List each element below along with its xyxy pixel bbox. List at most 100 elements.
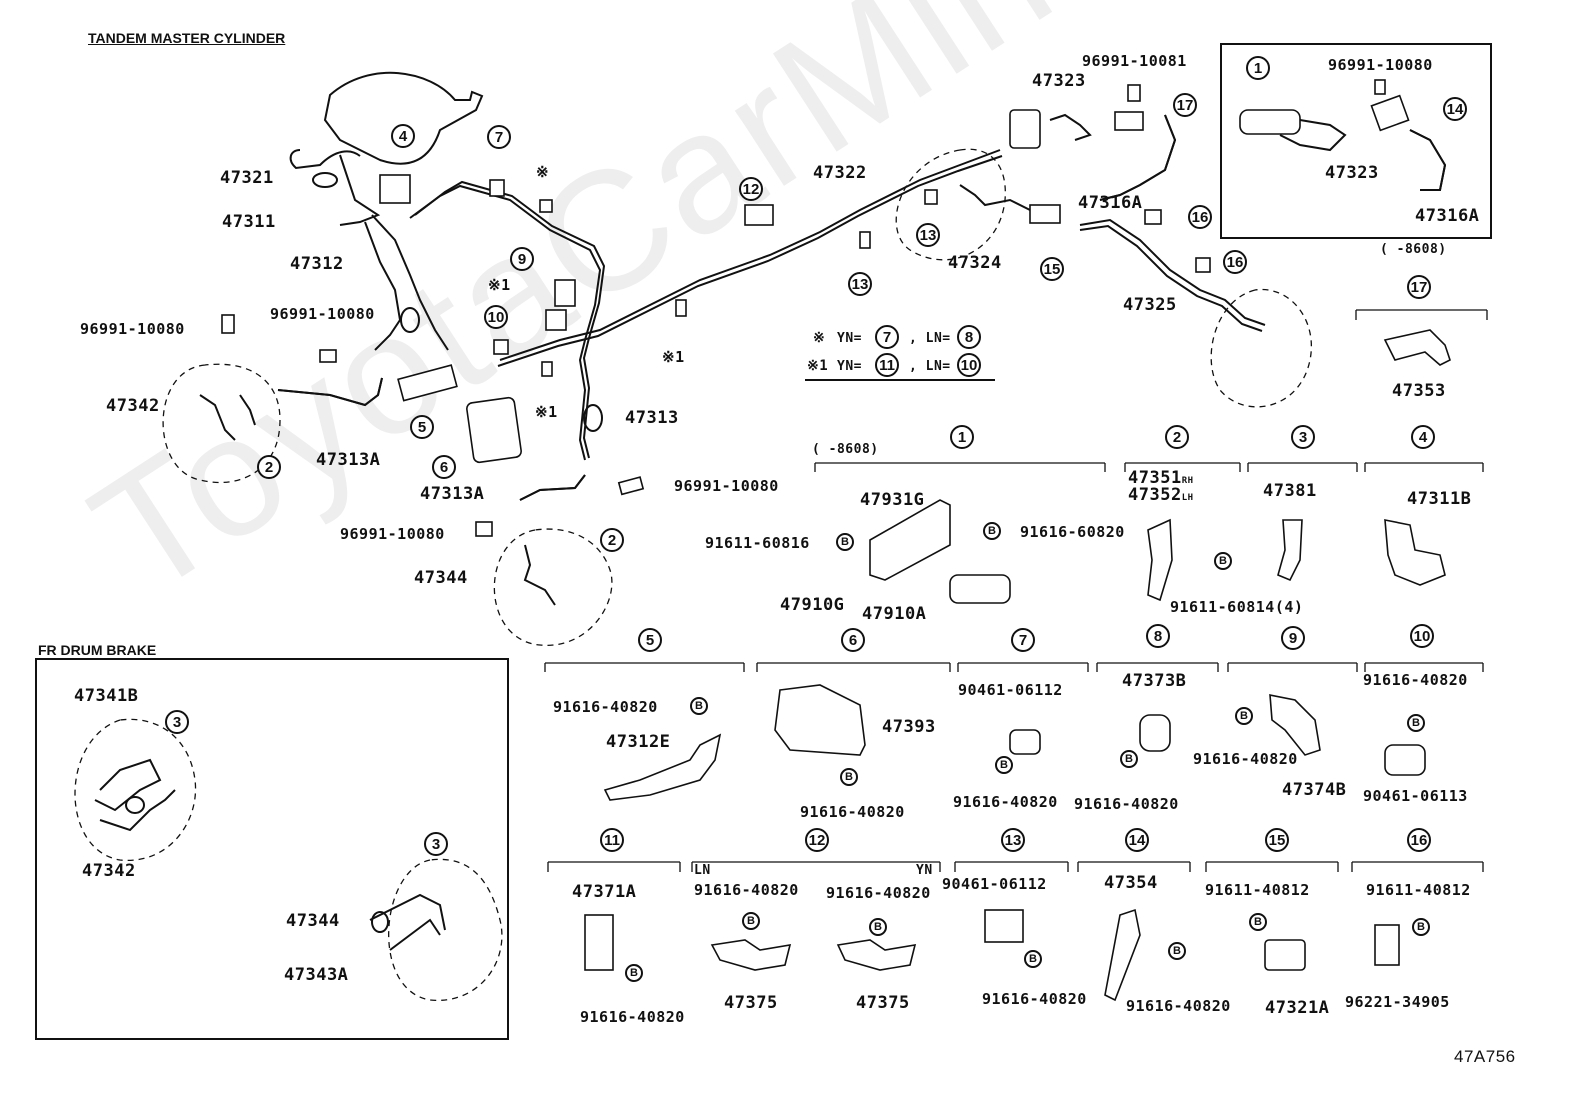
part-label-47342: 47342	[82, 861, 136, 881]
range-label: ( -8608)	[1380, 242, 1447, 257]
bolt-mark: B	[840, 768, 858, 786]
group-index-11: 11	[600, 828, 624, 852]
group-index-10: 10	[1410, 624, 1434, 648]
callout-17: 17	[1407, 275, 1431, 299]
bolt-mark: B	[869, 918, 887, 936]
callout-13: 13	[916, 223, 940, 247]
part-label-91616-40820: 91616-40820	[553, 698, 658, 716]
part-label-47381: 47381	[1263, 481, 1317, 501]
part-label-91616-40820: 91616-40820	[694, 881, 799, 899]
group-index-7: 7	[1011, 628, 1035, 652]
part-label-47375: 47375	[856, 993, 910, 1013]
part-label-91616-40820: 91616-40820	[580, 1008, 685, 1026]
part-label-47312e: 47312E	[606, 732, 671, 752]
header-tandem-master-cylinder: TANDEM MASTER CYLINDER	[88, 30, 286, 46]
part-label-47322: 47322	[813, 163, 867, 183]
part-label-47374b: 47374B	[1282, 780, 1347, 800]
part-label-47324: 47324	[948, 253, 1002, 273]
legend-circle-11: 11	[875, 353, 899, 377]
bolt-mark: B	[1168, 942, 1186, 960]
callout-1: 1	[1246, 56, 1270, 80]
legend-ln-2: , LN=	[909, 359, 951, 374]
part-label-47354: 47354	[1104, 873, 1158, 893]
bolt-mark: B	[995, 756, 1013, 774]
callout-15: 15	[1040, 257, 1064, 281]
part-label-47352: 47352LH	[1128, 485, 1194, 505]
group-index-14: 14	[1125, 828, 1149, 852]
part-label-47311: 47311	[222, 212, 276, 232]
part-label-47323: 47323	[1032, 71, 1086, 91]
part-label-90461-06113: 90461-06113	[1363, 787, 1468, 805]
callout-13: 13	[848, 272, 872, 296]
callout-3: 3	[165, 710, 189, 734]
callout-2: 2	[600, 528, 624, 552]
part-label-91616-40820: 91616-40820	[1193, 750, 1298, 768]
callout-5: 5	[410, 415, 434, 439]
part-label-96221-34905: 96221-34905	[1345, 993, 1450, 1011]
part-label-47316a: 47316A	[1415, 206, 1480, 226]
header-fr-drum-brake: FR DRUM BRAKE	[38, 642, 157, 658]
part-label-91611-40812: 91611-40812	[1205, 881, 1310, 899]
part-label-91616-40820: 91616-40820	[1126, 997, 1231, 1015]
bolt-mark: B	[1235, 707, 1253, 725]
bolt-mark: B	[983, 522, 1001, 540]
part-label-47373b: 47373B	[1122, 671, 1187, 691]
inset-box-rear	[1220, 43, 1492, 239]
callout-3: 3	[424, 832, 448, 856]
callout-12: 12	[739, 177, 763, 201]
part-label-47316a: 47316A	[1078, 193, 1143, 213]
callout-16: 16	[1223, 250, 1247, 274]
asterisk-mark: ※1	[662, 348, 685, 366]
legend-circle-8: 8	[957, 325, 981, 349]
master-cylinder-body	[323, 71, 484, 165]
part-label-90461-06112: 90461-06112	[942, 875, 1047, 893]
legend-mark-1: ※	[813, 330, 826, 346]
bolt-mark: B	[1214, 552, 1232, 570]
part-label-47931g: 47931G	[860, 490, 925, 510]
callout-6: 6	[432, 455, 456, 479]
part-label-47910g: 47910G	[780, 595, 845, 615]
part-label-47321: 47321	[220, 168, 274, 188]
ln-variant-label: LN	[694, 863, 711, 878]
part-label-47344: 47344	[286, 911, 340, 931]
part-label-47312: 47312	[290, 254, 344, 274]
part-label-91616-40820: 91616-40820	[982, 990, 1087, 1008]
part-label-47341b: 47341B	[74, 686, 139, 706]
bolt-mark: B	[1120, 750, 1138, 768]
group-brackets	[544, 309, 1488, 872]
legend-yn-1: YN=	[837, 331, 862, 346]
group-index-6: 6	[841, 628, 865, 652]
bolt-mark: B	[1249, 913, 1267, 931]
part-label-47321a: 47321A	[1265, 998, 1330, 1018]
part-label-91611-60816: 91611-60816	[705, 534, 810, 552]
legend-yn-2: YN=	[837, 359, 862, 374]
asterisk-mark: ※1	[488, 276, 511, 294]
callout-14: 14	[1443, 97, 1467, 121]
part-label-47910a: 47910A	[862, 604, 927, 624]
bolt-mark: B	[1024, 950, 1042, 968]
bolt-mark: B	[742, 912, 760, 930]
part-label-96991-10080: 96991-10080	[80, 320, 185, 338]
callout-17: 17	[1173, 93, 1197, 117]
group-index-12: 12	[805, 828, 829, 852]
part-label-47344: 47344	[414, 568, 468, 588]
part-label-91611-40812: 91611-40812	[1366, 881, 1471, 899]
range-label: ( -8608)	[812, 442, 879, 457]
part-label-91611-60814: 91611-60814(4)	[1170, 598, 1304, 616]
group-index-16: 16	[1407, 828, 1431, 852]
part-label-96991-10080: 96991-10080	[340, 525, 445, 543]
yn-variant-label: YN	[916, 863, 933, 878]
legend-underline	[805, 379, 995, 381]
part-label-96991-10081: 96991-10081	[1082, 52, 1187, 70]
part-label-47313a: 47313A	[316, 450, 381, 470]
part-label-96991-10080: 96991-10080	[1328, 56, 1433, 74]
part-label-47393: 47393	[882, 717, 936, 737]
part-label-96991-10080: 96991-10080	[674, 477, 779, 495]
callout-2: 2	[257, 455, 281, 479]
part-label-91616-60820: 91616-60820	[1020, 523, 1125, 541]
part-label-47325: 47325	[1123, 295, 1177, 315]
part-label-47342: 47342	[106, 396, 160, 416]
part-label-47353: 47353	[1392, 381, 1446, 401]
group-index-5: 5	[638, 628, 662, 652]
